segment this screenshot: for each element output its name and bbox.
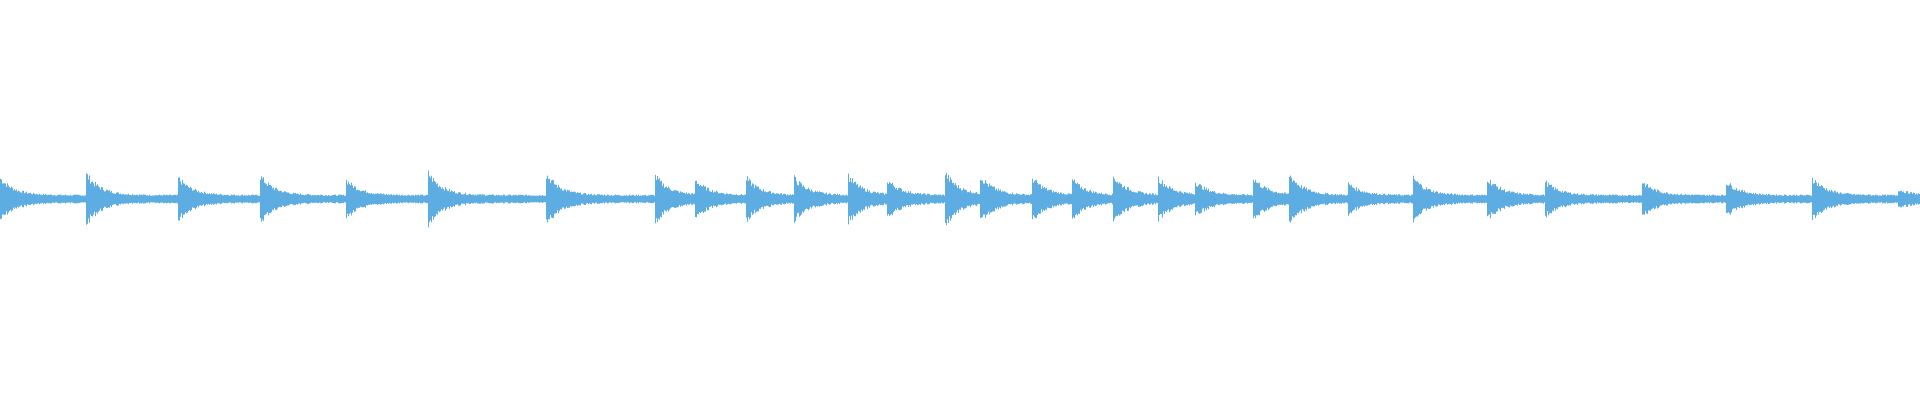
waveform-path [0, 170, 1920, 228]
